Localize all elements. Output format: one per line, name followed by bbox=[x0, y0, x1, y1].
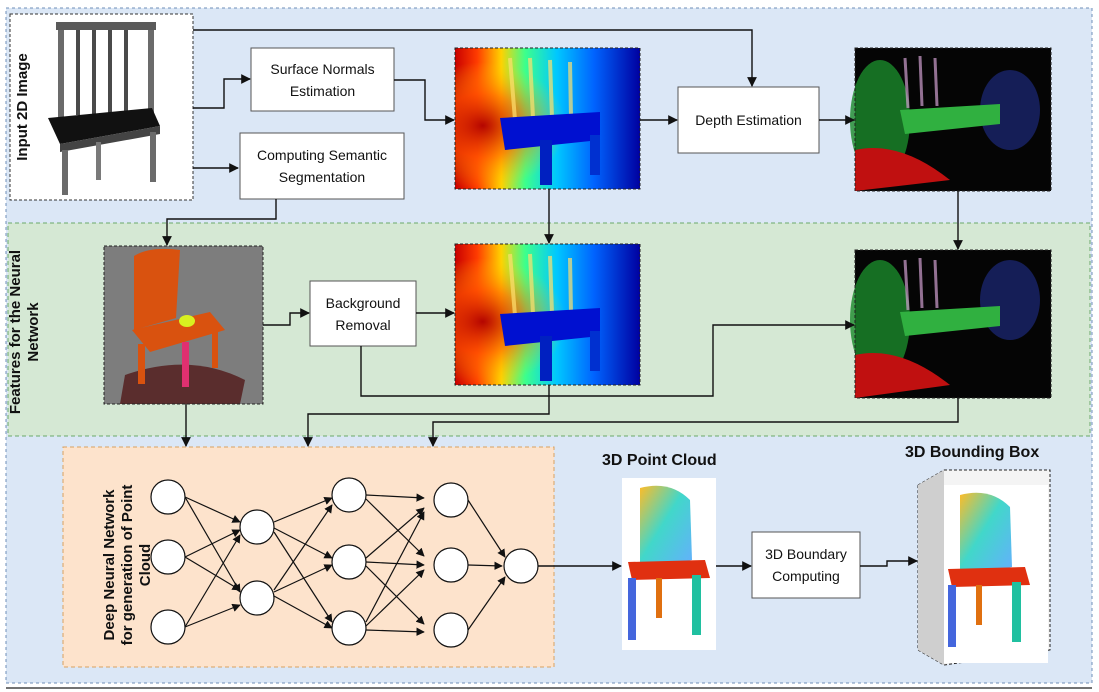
depth-estimation-box bbox=[677, 86, 820, 154]
connectors bbox=[162, 29, 963, 571]
background-removal-label: Background Removal bbox=[325, 294, 401, 333]
point-cloud-title: 3D Point Cloud bbox=[602, 452, 717, 469]
depth-map-middle bbox=[850, 249, 1052, 399]
bounding-box-title: 3D Bounding Box bbox=[905, 444, 1040, 461]
segmentation-map bbox=[103, 245, 264, 405]
surface-normals-label: Surface Normals Estimation bbox=[270, 60, 375, 99]
boundary-computing-label: 3D Boundary Computing bbox=[765, 546, 847, 584]
depth-estimation-label: Depth Estimation bbox=[695, 112, 802, 128]
depth-map-top bbox=[850, 47, 1052, 192]
features-label: Features for the Neural Network bbox=[7, 249, 42, 415]
boundary-computing-box bbox=[751, 531, 861, 599]
bounding-box-image bbox=[917, 469, 1051, 666]
semantic-seg-label: Computing Semantic Segmentation bbox=[257, 147, 387, 185]
background-removal-box bbox=[309, 280, 417, 347]
surface-normal-map-middle bbox=[454, 243, 641, 386]
semantic-seg-box bbox=[239, 132, 405, 200]
neural-network bbox=[150, 477, 539, 648]
chair-image bbox=[48, 22, 160, 195]
surface-normals-box bbox=[250, 47, 395, 112]
input-image-label: Input 2D Image bbox=[14, 53, 31, 161]
point-cloud-image bbox=[622, 478, 716, 650]
surface-normal-map-top bbox=[454, 47, 641, 190]
dnn-panel bbox=[62, 446, 555, 668]
dnn-label: Deep Neural Network for generation of Po… bbox=[101, 484, 154, 646]
input-image-frame bbox=[9, 13, 194, 201]
